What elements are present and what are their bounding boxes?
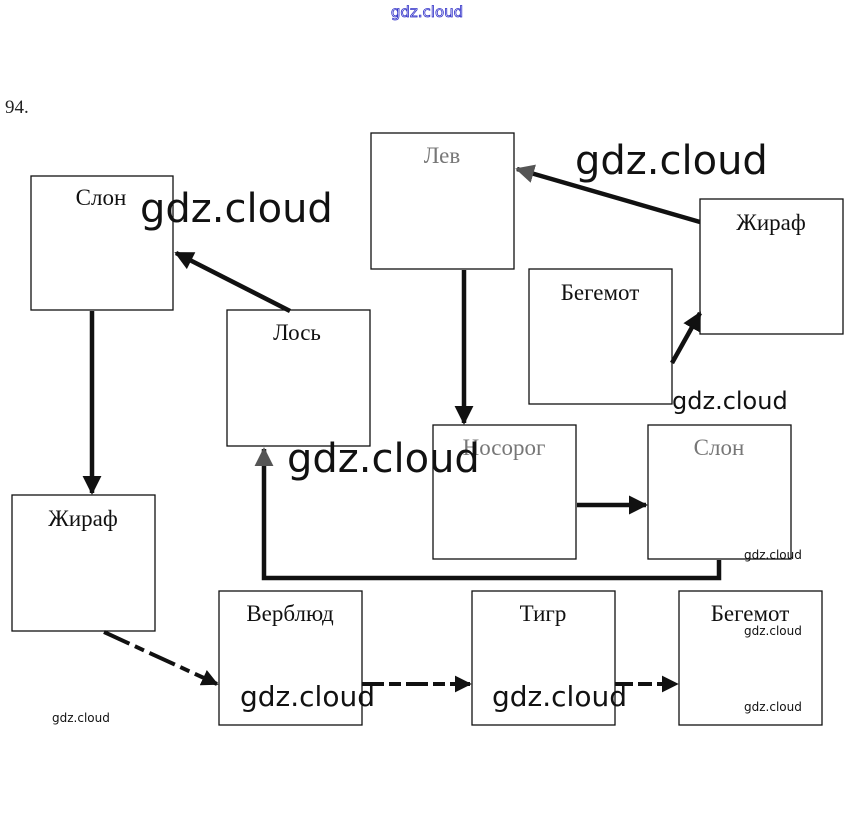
box-tigr: Тигр [471, 590, 616, 726]
arrow-los-to-slon [174, 250, 292, 314]
arrow-begemot-to-zhiraf [670, 311, 702, 365]
watermark: gdz.cloud [744, 624, 802, 638]
watermark: gdz.cloud [52, 711, 110, 725]
arrow-slon-to-los [254, 447, 722, 581]
box-begemot-1: Бегемот [528, 268, 673, 405]
box-verblyud: Верблюд [218, 590, 363, 726]
box-slon-1: Слон [30, 175, 174, 311]
box-nosorog: Носорог [432, 424, 577, 560]
watermark: gdz.cloud [287, 436, 480, 482]
box-label: Жираф [736, 210, 806, 235]
box-label: Тигр [520, 601, 567, 626]
arrow-zhiraf-to-lev [515, 164, 701, 225]
header-watermark: gdz.cloud [391, 3, 463, 21]
problem-number: 94. [5, 97, 29, 118]
box-lev: Лев [370, 132, 515, 270]
box-begemot-2: Бегемот [678, 590, 823, 726]
box-label: Бегемот [561, 280, 640, 305]
box-label: Слон [76, 185, 127, 210]
watermark: gdz.cloud [492, 680, 627, 713]
box-los: Лось [226, 309, 371, 447]
box-label: Слон [694, 435, 745, 460]
watermark: gdz.cloud [575, 138, 768, 184]
box-slon-2: Слон [647, 424, 792, 560]
watermark: gdz.cloud [672, 387, 788, 415]
watermark: gdz.cloud [744, 700, 802, 714]
box-label: Носорог [463, 435, 546, 460]
box-label: Жираф [48, 506, 118, 531]
box-zhiraf-2: Жираф [11, 494, 156, 632]
box-zhiraf-1: Жираф [699, 198, 844, 335]
box-label: Лось [273, 320, 321, 345]
watermark: gdz.cloud [744, 548, 802, 562]
watermark: gdz.cloud [140, 186, 333, 232]
box-label: Верблюд [246, 601, 334, 626]
box-label: Лев [424, 143, 461, 168]
box-label: Бегемот [711, 601, 790, 626]
watermark: gdz.cloud [240, 680, 375, 713]
arrow-zhiraf-to-verblyud [103, 630, 219, 686]
